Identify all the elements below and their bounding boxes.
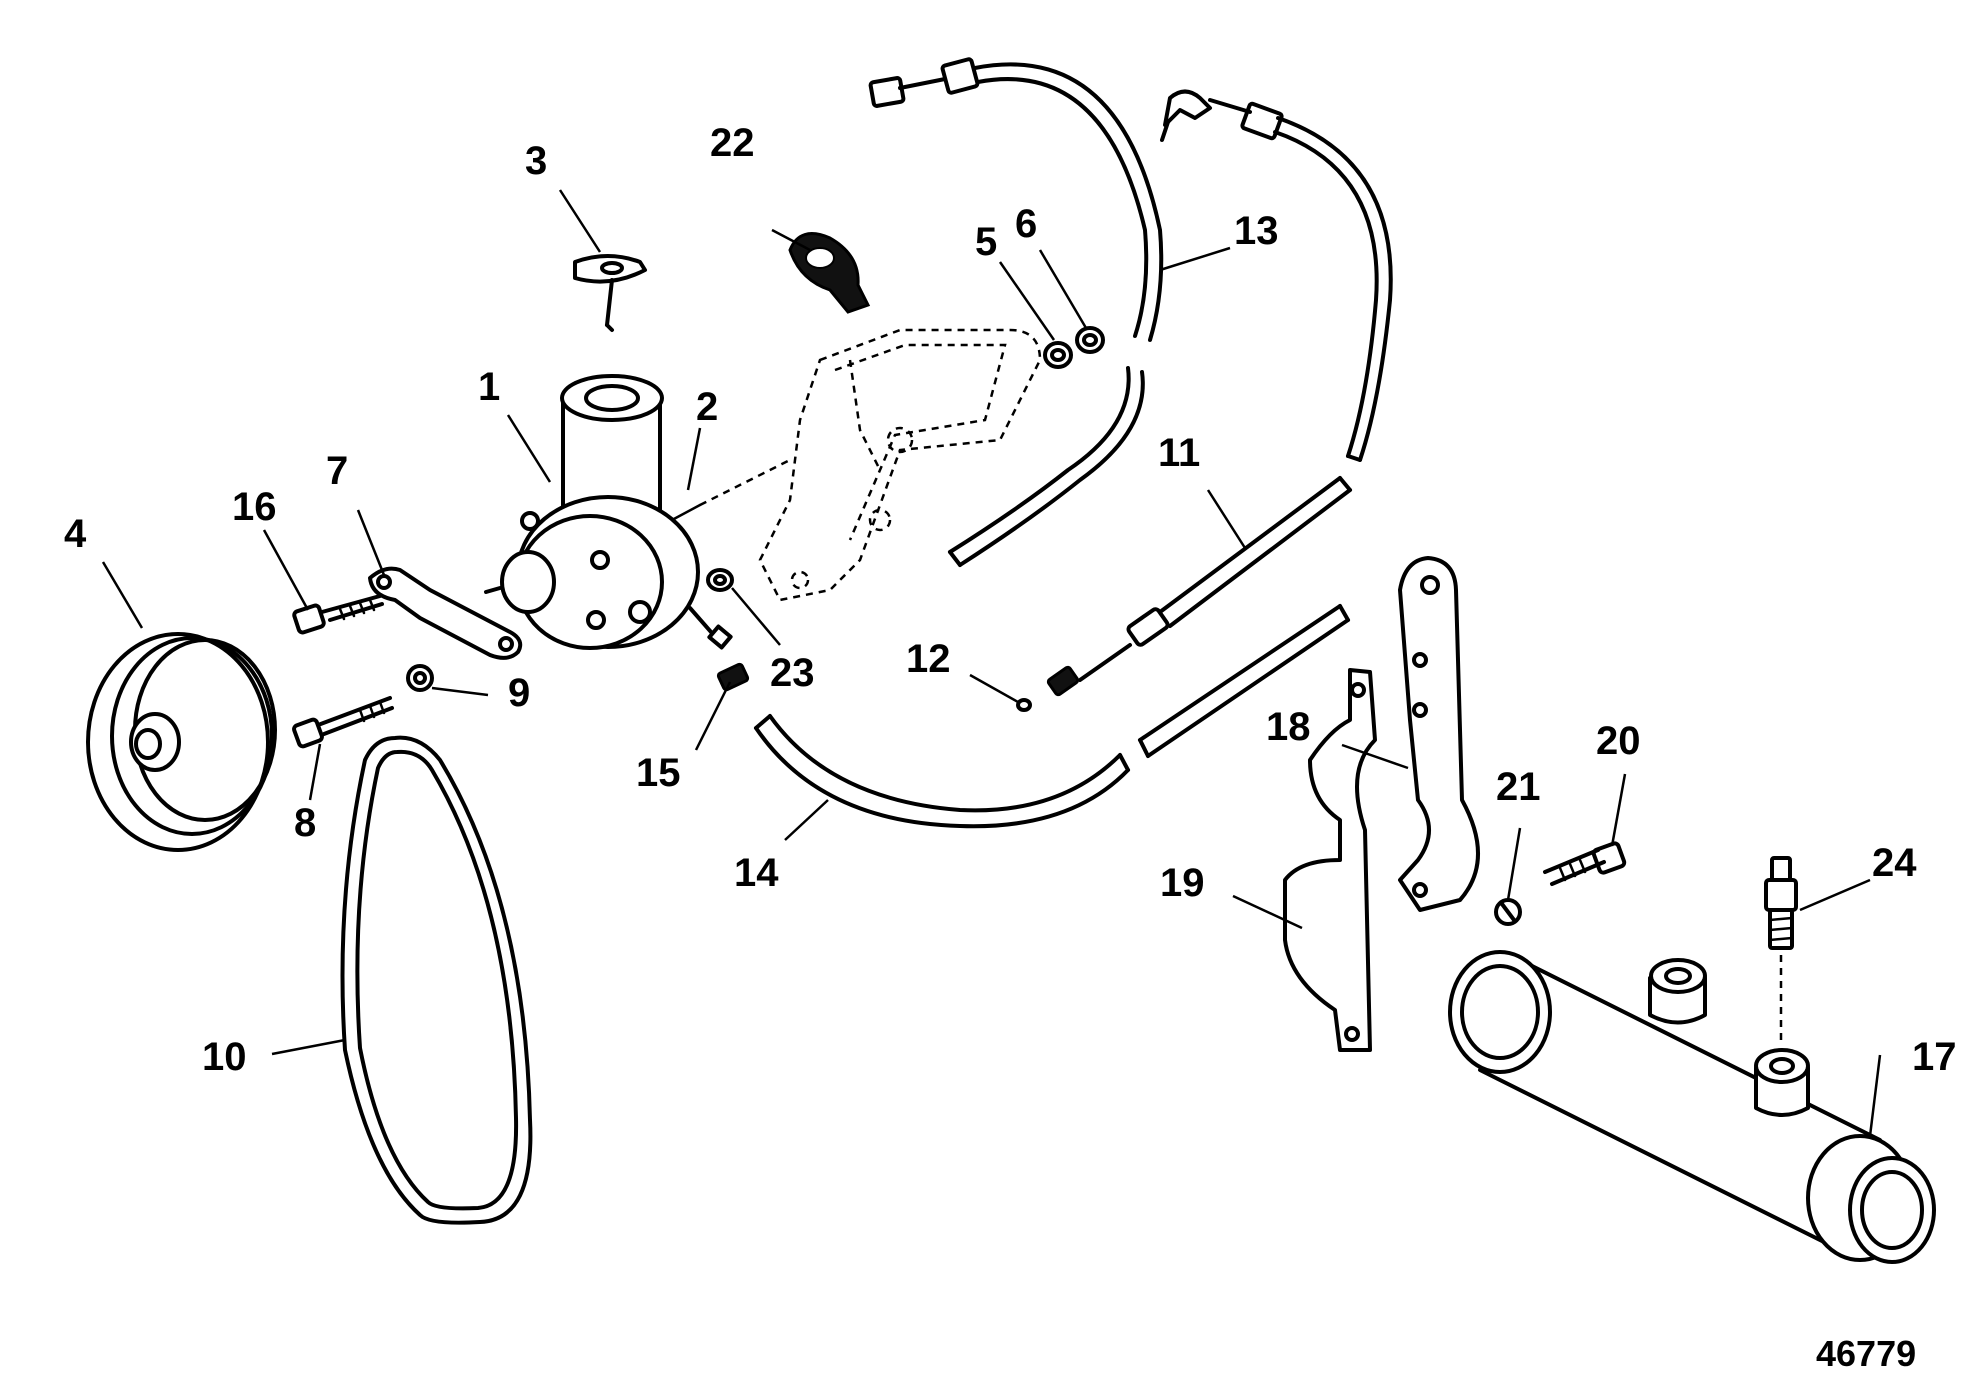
callout-22: 22 — [710, 121, 755, 165]
bolt-20 — [1543, 841, 1627, 886]
oil-cooler-17 — [1448, 950, 1936, 1264]
nut-9 — [406, 664, 434, 692]
callout-6: 6 — [1015, 202, 1037, 246]
mounting-bracket — [758, 328, 1042, 602]
fitting-15 — [716, 662, 750, 692]
o-ring-12 — [1016, 698, 1032, 712]
callout-12: 12 — [906, 637, 951, 681]
nut-6 — [1075, 326, 1105, 354]
bolt-8 — [292, 696, 394, 749]
bolt-16 — [292, 594, 384, 635]
callout-3: 3 — [525, 139, 547, 183]
callout-7: 7 — [326, 449, 348, 493]
cooler-bracket-18 — [1398, 556, 1480, 912]
callout-19: 19 — [1160, 861, 1205, 905]
callout-13: 13 — [1234, 209, 1279, 253]
washer-23 — [706, 568, 734, 592]
callout-24: 24 — [1872, 841, 1917, 885]
lock-washer-21 — [1494, 898, 1522, 926]
callout-8: 8 — [294, 801, 316, 845]
washer-5 — [1043, 341, 1073, 369]
callout-21: 21 — [1496, 765, 1541, 809]
leader-lines — [101, 189, 1882, 1137]
callout-17: 17 — [1912, 1035, 1957, 1079]
pressure-hose-13 — [868, 57, 1164, 567]
return-hose-11 — [1046, 89, 1393, 697]
callout-2: 2 — [696, 385, 718, 429]
callout-14: 14 — [734, 851, 779, 895]
cooler-hose-14 — [754, 604, 1350, 829]
callout-15: 15 — [636, 751, 681, 795]
drive-belt — [340, 735, 533, 1225]
callout-5: 5 — [975, 220, 997, 264]
reservoir-cap — [573, 254, 647, 332]
callout-20: 20 — [1596, 719, 1641, 763]
callout-16: 16 — [232, 485, 277, 529]
callout-4: 4 — [64, 512, 87, 556]
pump-brace — [368, 566, 523, 660]
callout-1: 1 — [478, 365, 500, 409]
fitting-24 — [1764, 856, 1798, 1045]
figure-number: 46779 — [1816, 1333, 1916, 1374]
hose-clamp-22 — [788, 232, 871, 314]
callout-labels: 1 2 3 4 5 6 7 8 9 10 11 12 13 14 15 16 1… — [64, 121, 1957, 1079]
callout-9: 9 — [508, 671, 530, 715]
pulley — [86, 632, 277, 852]
callout-10: 10 — [202, 1035, 247, 1079]
power-steering-pump — [484, 374, 733, 650]
callout-11: 11 — [1158, 431, 1200, 475]
pump-stud — [670, 458, 791, 522]
callout-23: 23 — [770, 651, 815, 695]
callout-18: 18 — [1266, 705, 1311, 749]
